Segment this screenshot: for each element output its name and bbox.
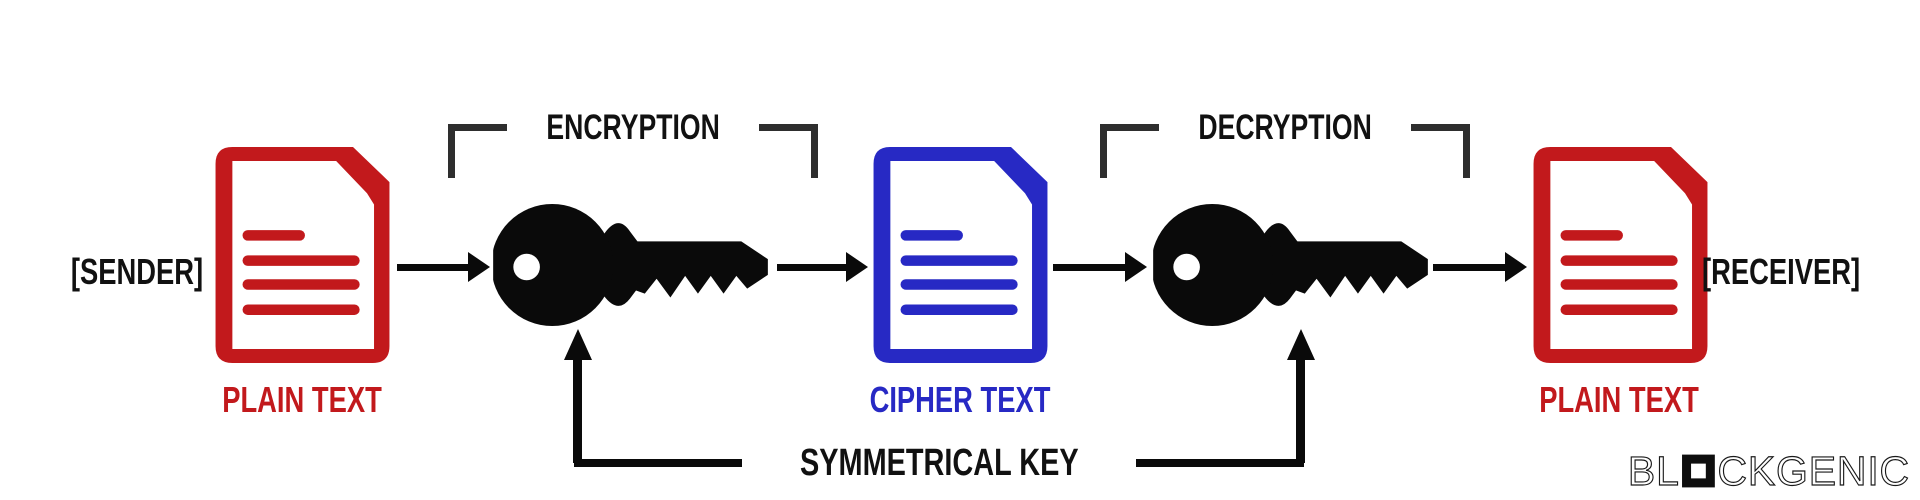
plain-text-label-sender: PLAIN TEXT xyxy=(222,379,382,420)
encryption-label: ENCRYPTION xyxy=(546,107,720,147)
sender-label: [SENDER] xyxy=(70,251,204,292)
bracket-line xyxy=(448,123,507,131)
square-icon xyxy=(1682,454,1715,488)
arrow-head-icon xyxy=(1505,252,1527,282)
logo-text-prefix: BL xyxy=(1627,448,1680,494)
arrow-head-icon xyxy=(846,252,868,282)
up-arrow-shaft-left xyxy=(573,358,582,463)
plain-text-label-receiver: PLAIN TEXT xyxy=(1539,379,1699,420)
line-segment xyxy=(574,459,742,467)
up-arrow-shaft-right xyxy=(1296,358,1305,463)
symmetrical-key-label: SYMMETRICAL KEY xyxy=(799,442,1079,484)
encryption-bracket: ENCRYPTION xyxy=(448,107,819,178)
blockgenic-logo: BL CKGENIC xyxy=(1627,448,1910,494)
bracket-line xyxy=(759,123,819,131)
arrow-decryption-to-receiver xyxy=(1433,252,1527,282)
up-arrow-head-icon xyxy=(1287,329,1315,360)
arrow-head-icon xyxy=(468,252,490,282)
cipher-text-label: CIPHER TEXT xyxy=(869,379,1051,420)
bracket-line xyxy=(1411,123,1471,131)
receiver-label-wrap: [RECEIVER] xyxy=(1681,252,1881,292)
decryption-bracket: DECRYPTION xyxy=(1100,107,1471,178)
logo-text-suffix: CKGENIC xyxy=(1717,448,1910,494)
symmetrical-key-line: SYMMETRICAL KEY xyxy=(574,442,1305,484)
arrow-sender-to-encryption xyxy=(397,252,490,282)
arrow-shaft xyxy=(397,263,474,271)
arrow-head-icon xyxy=(1125,252,1147,282)
decryption-label: DECRYPTION xyxy=(1198,107,1372,147)
key-icon xyxy=(492,202,770,330)
key-icon xyxy=(1152,202,1430,330)
document-icon xyxy=(215,147,390,363)
arrow-shaft xyxy=(1433,263,1511,271)
receiver-label: [RECEIVER] xyxy=(1701,251,1861,292)
arrow-shaft xyxy=(1053,263,1131,271)
sender-document-label-wrap: PLAIN TEXT xyxy=(202,380,402,420)
receiver-document-label-wrap: PLAIN TEXT xyxy=(1519,380,1719,420)
sender-label-wrap: [SENDER] xyxy=(47,252,227,292)
document-icon xyxy=(873,147,1048,363)
cipher-document-label-wrap: CIPHER TEXT xyxy=(860,380,1060,420)
bracket-line xyxy=(1100,123,1159,131)
arrow-cipher-to-decryption xyxy=(1053,252,1147,282)
arrow-encryption-to-cipher xyxy=(777,252,868,282)
up-arrow-head-icon xyxy=(564,329,592,360)
arrow-shaft xyxy=(777,263,852,271)
line-segment xyxy=(1136,459,1305,467)
